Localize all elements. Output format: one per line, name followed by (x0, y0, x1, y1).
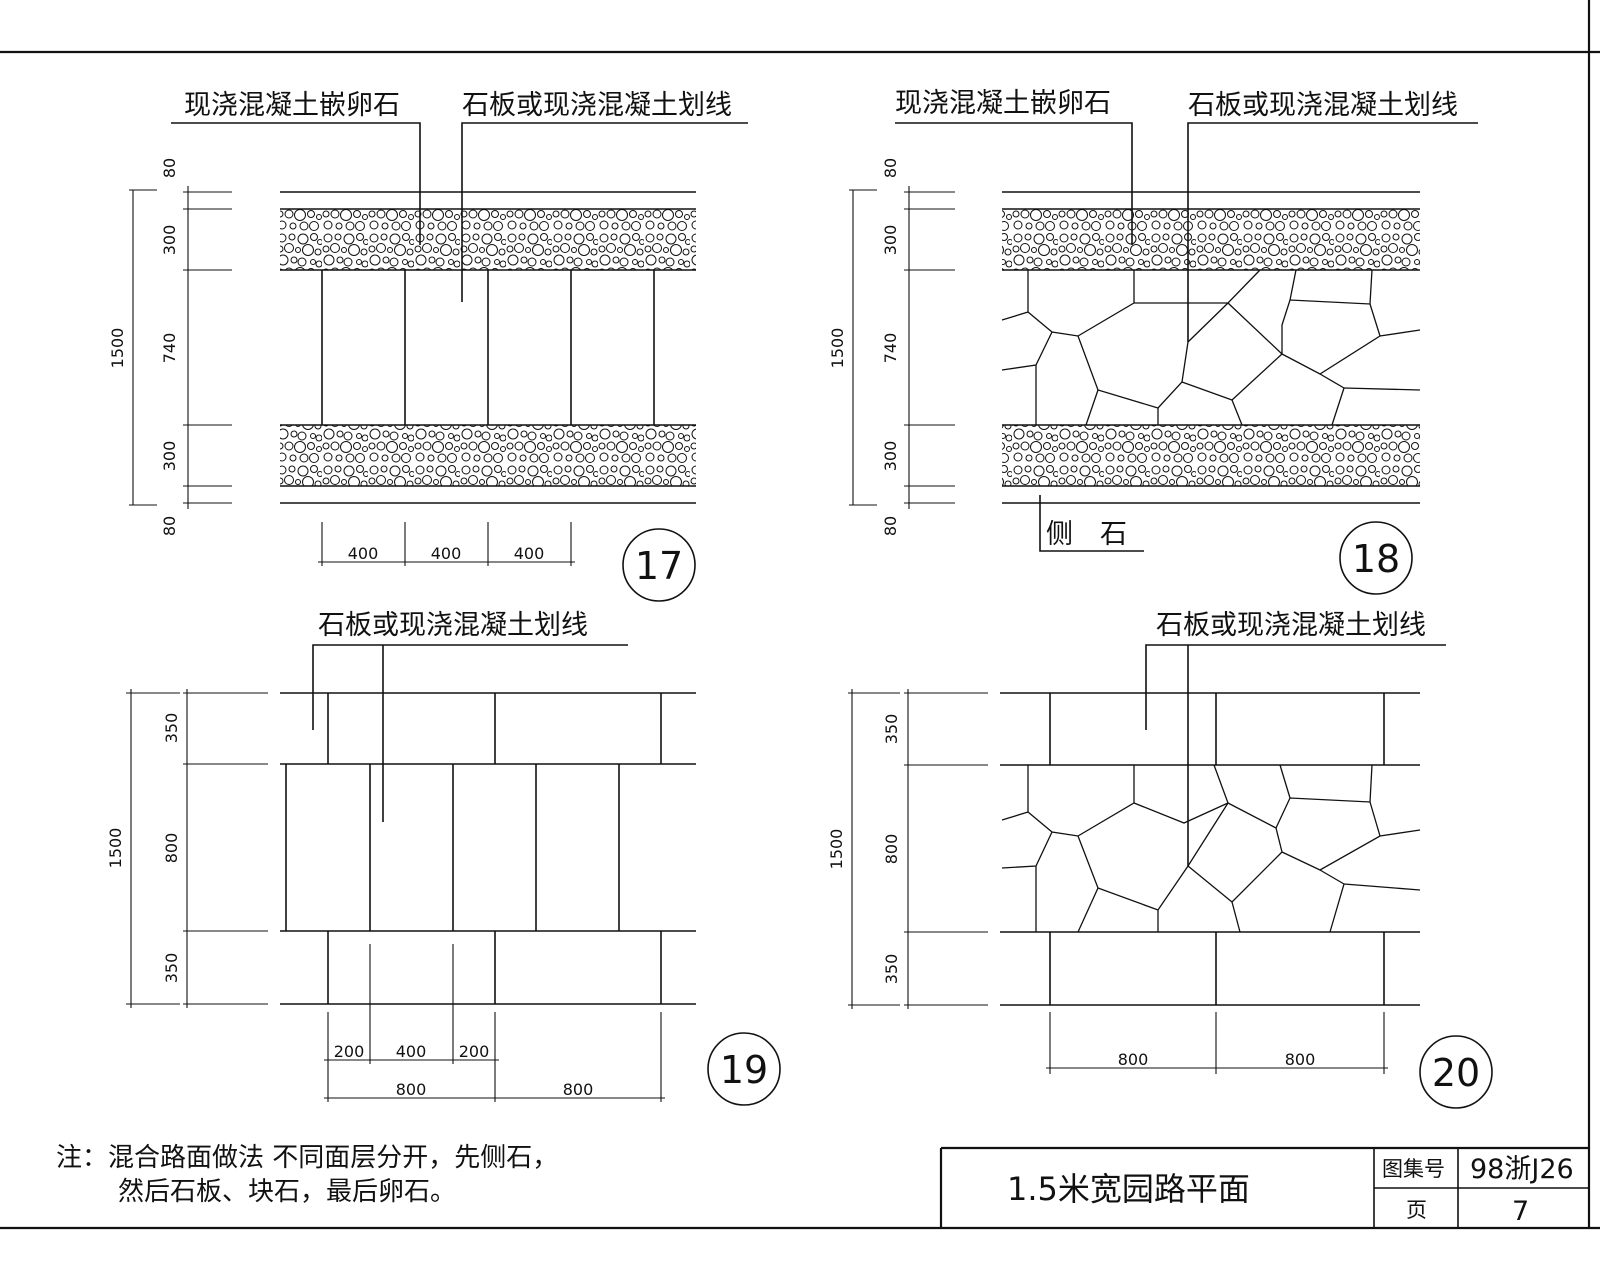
dimension-left: 1500 80 300 740 300 80 (108, 158, 232, 536)
detail-20: 石板或现浇混凝土划线 (827, 610, 1493, 1109)
label-slab-or-scored-concrete: 石板或现浇混凝土划线 (1188, 90, 1458, 121)
detail-number-circle (1419, 1035, 1493, 1109)
label-slab-or-scored-concrete: 石板或现浇混凝土划线 (462, 90, 732, 121)
svg-text:350: 350 (162, 713, 181, 744)
detail-17: 现浇混凝土嵌卵石 石板或现浇混凝土划线 (108, 90, 748, 602)
svg-text:300: 300 (160, 441, 179, 472)
detail-number: 18 (1352, 537, 1400, 581)
svg-text:80: 80 (881, 158, 900, 178)
svg-text:800: 800 (1118, 1050, 1149, 1069)
svg-text:800: 800 (162, 833, 181, 864)
notes: 注：混合路面做法 不同面层分开，先侧石， 然后石板、块石，最后卵石。 (56, 1143, 558, 1207)
pebble-band-top (280, 209, 696, 270)
svg-text:740: 740 (160, 333, 179, 364)
svg-text:80: 80 (160, 158, 179, 178)
detail-number-circle (622, 528, 696, 602)
svg-text:400: 400 (396, 1042, 427, 1061)
svg-text:400: 400 (514, 544, 545, 563)
label-pebble-concrete: 现浇混凝土嵌卵石 (895, 88, 1111, 119)
detail-19: 石板或现浇混凝土划线 150 (106, 610, 781, 1106)
crazy-paving-stones (1001, 764, 1421, 933)
svg-text:1500: 1500 (108, 328, 127, 369)
svg-text:1500: 1500 (106, 828, 125, 869)
crazy-paving-stones (1001, 269, 1421, 426)
svg-text:400: 400 (431, 544, 462, 563)
svg-text:400: 400 (348, 544, 379, 563)
label-slab-or-scored-concrete: 石板或现浇混凝土划线 (318, 610, 588, 641)
svg-text:800: 800 (563, 1080, 594, 1099)
svg-text:80: 80 (881, 516, 900, 536)
dimension-bottom: 800 800 (1046, 1012, 1388, 1074)
svg-text:800: 800 (1285, 1050, 1316, 1069)
note-line-1: 注：混合路面做法 不同面层分开，先侧石， (56, 1143, 558, 1173)
svg-text:1500: 1500 (827, 829, 846, 870)
page-number-value: 7 (1512, 1196, 1529, 1227)
dimension-left: 1500 350 800 350 (106, 689, 268, 1008)
atlas-number-value: 98浙J26 (1470, 1154, 1574, 1185)
slab-joints (1049, 693, 1385, 1005)
label-curb-stone: 侧 石 (1046, 519, 1127, 550)
pebble-band-top (1002, 209, 1420, 270)
detail-number: 17 (635, 544, 683, 588)
drawing-title: 1.5米宽园路平面 (1007, 1170, 1250, 1208)
pebble-band-bottom (280, 425, 696, 486)
sheet-frame (0, 0, 1600, 1230)
dimension-bottom: 200 400 200 800 800 (324, 944, 665, 1102)
dimension-bottom: 400 400 400 (318, 522, 575, 566)
svg-text:350: 350 (882, 954, 901, 985)
svg-text:350: 350 (162, 953, 181, 984)
svg-text:800: 800 (396, 1080, 427, 1099)
detail-number-circle (1339, 521, 1413, 595)
svg-text:300: 300 (881, 441, 900, 472)
svg-text:80: 80 (160, 516, 179, 536)
detail-number: 20 (1432, 1051, 1480, 1095)
svg-text:200: 200 (334, 1042, 365, 1061)
title-block: 1.5米宽园路平面 图集号 98浙J26 页 7 (939, 1146, 1589, 1228)
atlas-number-label: 图集号 (1382, 1157, 1445, 1181)
svg-text:1500: 1500 (828, 328, 847, 369)
svg-text:200: 200 (459, 1042, 490, 1061)
svg-text:740: 740 (881, 333, 900, 364)
svg-text:800: 800 (882, 834, 901, 865)
detail-number-circle (707, 1032, 781, 1106)
label-pebble-concrete: 现浇混凝土嵌卵石 (184, 90, 400, 121)
label-slab-or-scored-concrete: 石板或现浇混凝土划线 (1156, 610, 1426, 641)
dimension-left: 1500 350 800 350 (827, 689, 988, 1009)
page-label: 页 (1406, 1198, 1427, 1222)
detail-18: 现浇混凝土嵌卵石 石板或现浇混凝土划线 (828, 88, 1478, 595)
dimension-left: 1500 80 300 740 300 80 (828, 158, 955, 536)
svg-text:300: 300 (881, 225, 900, 256)
svg-text:300: 300 (160, 225, 179, 256)
svg-text:350: 350 (882, 714, 901, 745)
slab-joints (285, 693, 662, 1004)
note-line-2: 然后石板、块石，最后卵石。 (118, 1177, 456, 1207)
slab-joints (321, 270, 655, 425)
detail-number: 19 (720, 1048, 768, 1092)
pebble-band-bottom (1002, 425, 1420, 486)
